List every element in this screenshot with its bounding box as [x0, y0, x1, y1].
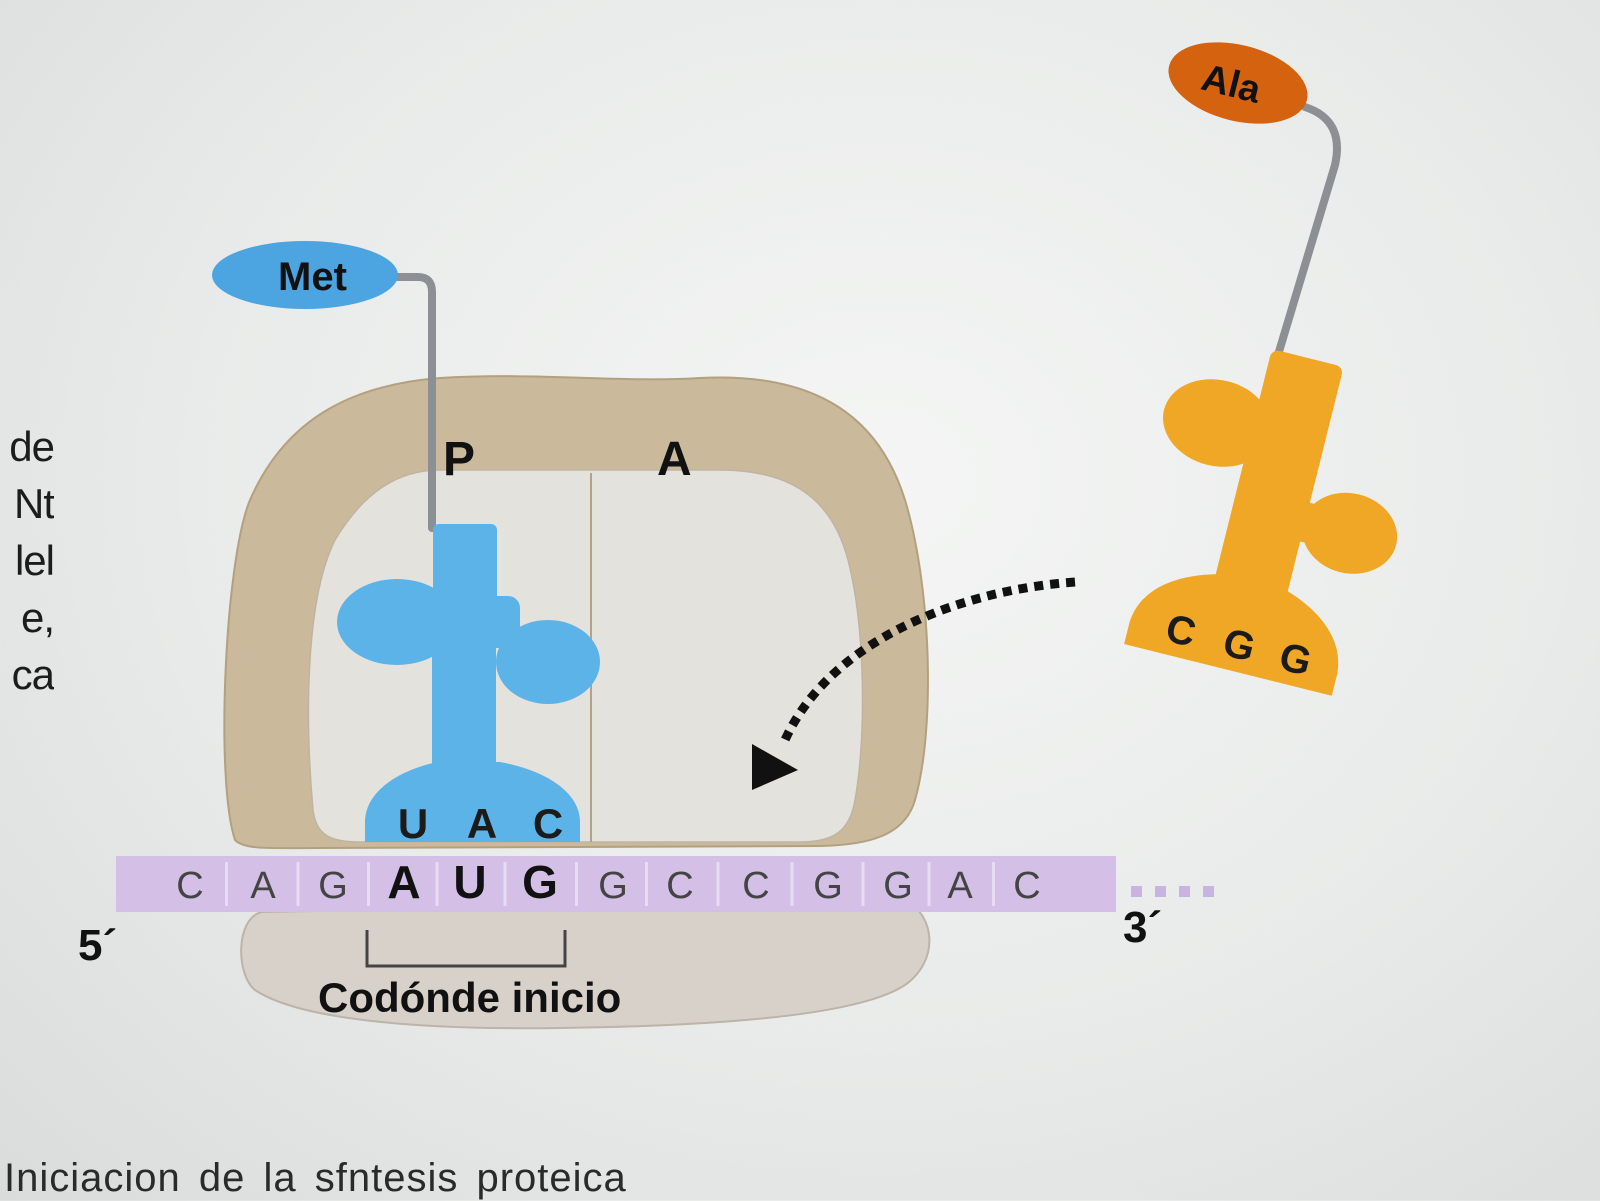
- small-ribosome-subunit: [240, 898, 931, 1030]
- a-site-label: A: [657, 433, 692, 486]
- entry-arrowhead: [752, 744, 798, 790]
- figure-caption: Iniciacion de la sfntesis proteica: [4, 1156, 627, 1200]
- mrna-base: C: [666, 865, 693, 907]
- mrna-continuation-dots: [1131, 886, 1214, 897]
- start-codon-label: Codónde inicio: [318, 974, 621, 1021]
- ala-amino-acid: [1168, 42, 1308, 124]
- ala-trna: [1124, 350, 1398, 696]
- mrna-base: U: [453, 856, 486, 908]
- met-trna-linker: [391, 273, 436, 532]
- mrna-base: A: [947, 865, 973, 907]
- met-trna: [337, 524, 600, 842]
- mrna-base: G: [598, 865, 628, 907]
- start-codon-bracket: [365, 930, 567, 968]
- mrna-base: C: [176, 865, 203, 907]
- p-site-label: P: [443, 433, 475, 486]
- five-prime-label: 5´: [78, 921, 117, 970]
- met-amino-acid: [212, 241, 398, 309]
- met-label: Met: [278, 255, 347, 299]
- mrna-base: G: [813, 865, 843, 907]
- mrna-base: G: [883, 865, 913, 907]
- mrna-base: A: [387, 856, 420, 908]
- side-text-fragments: de Nt lel e, ca: [0, 418, 54, 703]
- mrna-strand: [116, 856, 1116, 912]
- three-prime-label: 3´: [1123, 903, 1162, 952]
- mrna-base: C: [1013, 865, 1040, 907]
- trna-met-anticodon-base: C: [533, 800, 563, 847]
- trna-met-anticodon-base: A: [467, 800, 497, 847]
- mrna-base: G: [522, 856, 558, 908]
- mrna-base: A: [250, 865, 276, 907]
- side-text-line: e,: [20, 594, 54, 641]
- side-text-line: de: [9, 423, 54, 470]
- side-text-line: lel: [14, 537, 54, 584]
- side-text-line: ca: [11, 651, 54, 698]
- entry-arrow-path: [780, 577, 1076, 742]
- trna-met-anticodon-base: U: [398, 800, 428, 847]
- mrna-base: C: [742, 865, 769, 907]
- mrna-base: G: [318, 865, 348, 907]
- side-text-line: Nt: [14, 480, 54, 527]
- ala-trna-linker: [1274, 103, 1341, 359]
